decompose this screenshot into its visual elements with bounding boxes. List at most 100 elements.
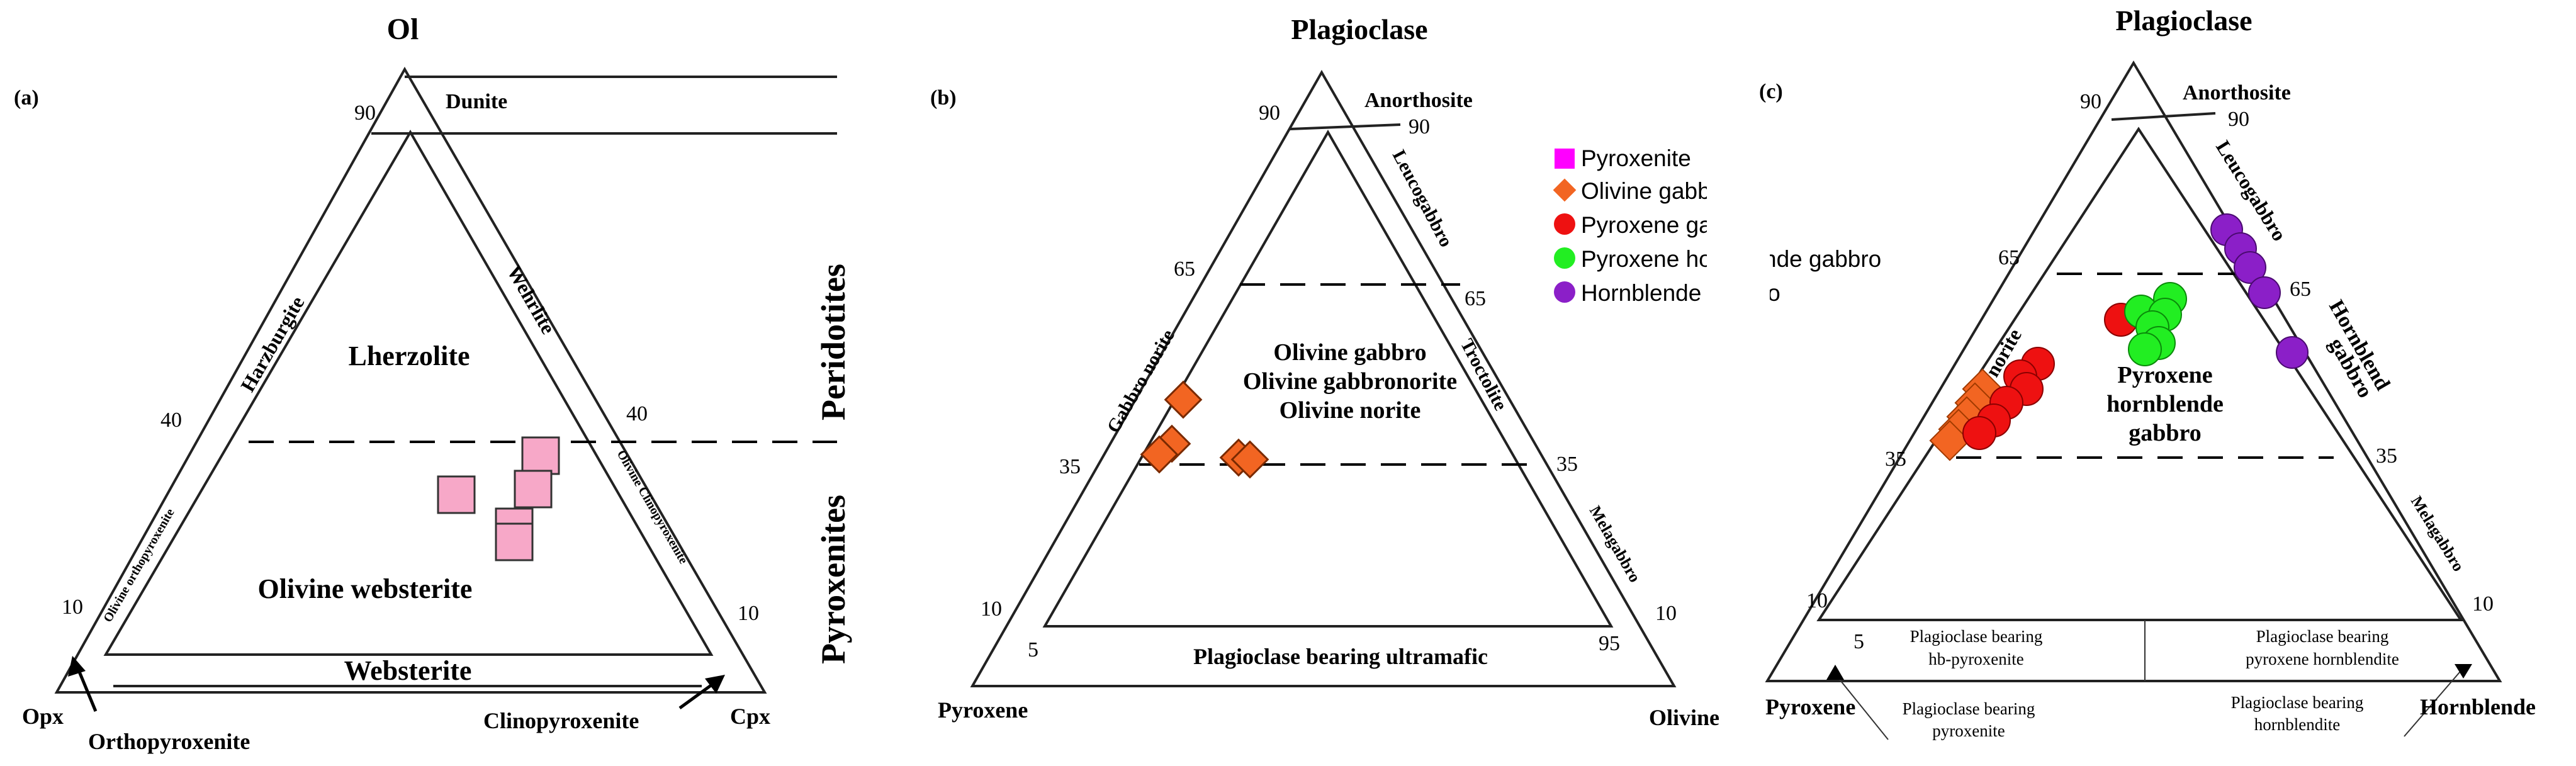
- panel-b-melagabbro-label: Melagabbro: [1586, 503, 1645, 586]
- panel-c-field-line3: gabbro: [2129, 420, 2201, 446]
- panel-c-melagabbro-label: Melagabbro: [2407, 493, 2468, 575]
- panel-b-outer-triangle: [970, 69, 1677, 687]
- pyroxene-gabbro-sample: [1962, 416, 1996, 450]
- panel-c-outer-triangle: [1765, 60, 2502, 682]
- legend-clip-mask: [1707, 138, 1770, 315]
- panel-b-tick-10-right: 10: [1655, 602, 1677, 625]
- legend-marker-pyroxenite: [1555, 149, 1575, 169]
- panel-b: (b) Plagioclase 90 Anorthosite 90 Leucog…: [930, 13, 1719, 730]
- panel-a-clinopyroxenite-label: Clinopyroxenite: [483, 708, 639, 733]
- panel-c-tick-10-right: 10: [2472, 592, 2494, 616]
- panel-c-tick-65-right: 65: [2290, 278, 2311, 301]
- legend-marker-pyroxene-gabbro: [1554, 213, 1575, 235]
- panel-c-box-left-line1: Plagioclase bearing: [1910, 627, 2043, 646]
- panel-c-field-line2: hornblende: [2106, 391, 2224, 417]
- panel-a-apex-ol: Ol: [387, 13, 419, 46]
- pyroxene-corner-arrow: [1826, 665, 1889, 740]
- panel-b-tick-65-right: 65: [1465, 287, 1486, 310]
- orthopyroxenite-arrow: [68, 656, 98, 712]
- panel-c-apex-hornblende: Hornblende: [2420, 694, 2536, 719]
- pyroxene-gabbro-samples: [1962, 303, 2138, 450]
- panel-b-leucogabbro-label: Leucogabbro: [1388, 147, 1457, 251]
- panel-c-label: (c): [1759, 80, 1783, 103]
- panel-b-apex-plagioclase: Plagioclase: [1291, 13, 1427, 45]
- panel-a-inner-triangle: [103, 130, 714, 656]
- panel-a-apex-cpx: Cpx: [730, 704, 770, 729]
- panel-b-tick-95: 95: [1599, 632, 1620, 655]
- panel-b-inner-triangle: [1042, 129, 1614, 628]
- olivine-gabbro-samples: [1140, 380, 1269, 479]
- panel-c-below-left-line2: pyroxenite: [1932, 721, 2005, 740]
- panel-b-tick-90-left: 90: [1259, 101, 1280, 125]
- legend-label-olivine-gabbro: Olivine gabbro: [1581, 178, 1731, 204]
- legend: Pyroxenite Olivine gabbro Pyroxene gabbr…: [1553, 138, 1881, 315]
- legend-label-pyroxenite: Pyroxenite: [1581, 145, 1691, 171]
- panel-b-field-line3: Olivine norite: [1280, 397, 1421, 424]
- panel-c-tick-35-right: 35: [2376, 444, 2397, 468]
- legend-marker-olivine-gabbro: [1553, 178, 1577, 202]
- panel-a-tick-10-right: 10: [738, 602, 759, 625]
- hornblende-gabbro-sample: [2276, 336, 2309, 369]
- panel-c-box-right-line2: pyroxene hornblendite: [2246, 650, 2399, 668]
- panel-a-tick-10-left: 10: [62, 595, 83, 619]
- panel-b-tick-65-left: 65: [1174, 257, 1195, 281]
- legend-marker-pyroxene-hornblende-gabbro: [1554, 247, 1575, 269]
- panel-c-tick-10-left: 10: [1806, 589, 1828, 612]
- panel-b-tick-10-left: 10: [981, 597, 1002, 621]
- panel-c-tick-65-left: 65: [1998, 246, 2020, 269]
- pyroxenite-sample: [495, 522, 534, 561]
- panel-a-olivine-orthopyroxenite-label: Olivine orthopyroxenite: [101, 506, 177, 624]
- hornblende-corner-arrow: [2404, 664, 2472, 737]
- olivine-gabbro-sample: [1140, 435, 1179, 474]
- panel-b-tick-5: 5: [1028, 638, 1038, 662]
- panel-c-box-left-line2: hb-pyroxenite: [1928, 650, 2023, 668]
- panel-b-anorthosite-line: [1290, 123, 1401, 130]
- clinopyroxenite-arrow: [678, 675, 725, 710]
- panel-c-box-right-line1: Plagioclase bearing: [2256, 627, 2389, 646]
- pyroxenite-sample: [521, 436, 560, 475]
- panel-c-tick-90-left: 90: [2080, 90, 2101, 113]
- panel-a-label: (a): [14, 86, 39, 110]
- panel-a-apex-opx: Opx: [22, 704, 64, 729]
- panel-a-peridotites-label: Peridotites: [814, 264, 852, 420]
- panel-b-field-line2: Olivine gabbronorite: [1243, 368, 1457, 395]
- panel-b-apex-olivine: Olivine: [1649, 705, 1719, 730]
- panel-a: (a) Ol 90 Dunite Lherzolite Harzburgite …: [14, 13, 852, 754]
- olivine-gabbro-sample: [1230, 440, 1269, 479]
- hornblende-gabbro-samples: [2210, 213, 2309, 369]
- panel-b-field-line1: Olivine gabbro: [1273, 339, 1426, 366]
- pyroxenite-samples: [437, 436, 560, 561]
- panel-a-orthopyroxenite-label: Orthopyroxenite: [88, 729, 250, 754]
- panel-a-tick-40-right: 40: [626, 402, 648, 425]
- panel-a-dunite-label: Dunite: [446, 90, 507, 113]
- hornblende-gabbro-sample: [2234, 251, 2266, 284]
- panel-c: (c) Plagioclase 90 Anorthosite 90 Leucog…: [1759, 4, 2536, 740]
- panel-c-apex-plagioclase: Plagioclase: [2115, 4, 2252, 37]
- panel-b-gabbro-norite-label: Gabbro norite: [1103, 326, 1178, 437]
- panel-a-lherzolite-label: Lherzolite: [348, 341, 470, 371]
- panel-c-below-left-line1: Plagioclase bearing: [1903, 699, 2035, 718]
- panel-c-below-right-line1: Plagioclase bearing: [2231, 693, 2364, 712]
- panel-c-tick-90-right: 90: [2228, 108, 2249, 131]
- panel-c-tick-5: 5: [1853, 630, 1864, 653]
- panel-a-outer-triangle: [54, 66, 767, 694]
- panel-a-websterite-label: Websterite: [344, 655, 472, 686]
- panel-a-tick-90: 90: [354, 101, 376, 125]
- panel-c-apex-pyroxene: Pyroxene: [1765, 694, 1855, 719]
- panel-c-below-right-line2: hornblendite: [2254, 715, 2340, 734]
- olivine-gabbro-sample: [1929, 420, 1971, 461]
- pyroxene-hornblende-gabbro-samples: [2124, 282, 2187, 366]
- pyroxenite-sample: [514, 470, 553, 509]
- hornblende-gabbro-sample: [2248, 276, 2281, 309]
- panel-a-wehrlite-label: Wehrlite: [503, 262, 560, 338]
- panel-b-apex-pyroxene: Pyroxene: [938, 697, 1028, 723]
- panel-b-label: (b): [930, 86, 957, 110]
- panel-a-olivine-websterite-label: Olivine websterite: [258, 573, 473, 604]
- legend-marker-hornblende-gabbro: [1554, 281, 1575, 303]
- panel-c-anorthosite-label: Anorthosite: [2183, 81, 2291, 104]
- panel-c-anorthosite-line: [2111, 112, 2216, 121]
- panel-b-tick-35-right: 35: [1556, 453, 1578, 476]
- pyroxene-hornblende-gabbro-sample: [2128, 332, 2162, 366]
- panel-b-tick-90-right: 90: [1409, 115, 1430, 138]
